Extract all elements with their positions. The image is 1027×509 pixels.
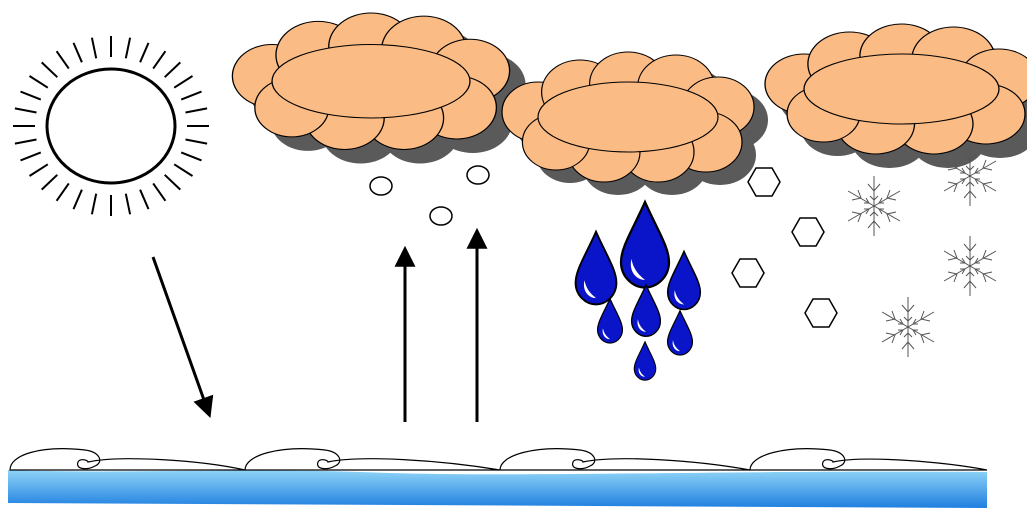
ice-crystal: [732, 259, 764, 287]
sun-ray: [30, 164, 48, 176]
sun-ray: [15, 108, 37, 112]
sun-ray: [181, 92, 201, 100]
sun-ray: [174, 164, 192, 176]
sun-ray: [92, 194, 96, 215]
ocean-body: [8, 470, 987, 508]
snowflake-icon: [882, 297, 934, 357]
sun-ray: [42, 175, 58, 190]
sun-ray: [126, 38, 130, 59]
sun-ray: [174, 76, 192, 88]
sun-ray: [153, 183, 165, 200]
sun-ray: [30, 76, 48, 88]
ocean-waves: [10, 449, 987, 470]
cloud-icon: [765, 24, 1027, 168]
vapor-droplet: [467, 166, 489, 184]
sun-ray: [42, 62, 58, 77]
raindrop-icon: [598, 299, 623, 343]
raindrop-icon: [632, 285, 661, 336]
raindrops: [576, 202, 701, 380]
sun-ray: [15, 140, 37, 144]
sun-ray: [181, 152, 201, 160]
sun-ray: [92, 38, 96, 59]
snowflake-icon: [944, 236, 996, 296]
sun-ray: [74, 43, 82, 62]
raindrop-icon: [668, 311, 693, 355]
cloud-icon: [502, 52, 768, 195]
sun-ray: [74, 190, 82, 209]
vapor-droplet: [430, 207, 452, 225]
raindrop-icon: [668, 251, 701, 309]
vapor-droplets: [370, 166, 489, 225]
cloud-icon: [232, 13, 525, 164]
raindrop-icon: [621, 202, 669, 288]
sun-ray: [165, 175, 181, 190]
snowflake-icon: [848, 176, 900, 236]
snowflakes: [848, 146, 996, 357]
sun-ray: [57, 51, 69, 68]
sunlight-arrow: [153, 257, 209, 414]
sun-ray: [165, 62, 181, 77]
sun-ray: [186, 140, 208, 144]
raindrop-icon: [634, 342, 656, 380]
arrows: [153, 232, 477, 422]
sun-ray: [126, 194, 130, 215]
sun-ray: [21, 92, 41, 100]
ocean: [8, 449, 987, 508]
sun-icon: [13, 36, 209, 216]
sun-ray: [21, 152, 41, 160]
sun-ray: [140, 43, 148, 62]
vapor-droplet: [370, 177, 392, 195]
ice-crystal: [792, 218, 824, 246]
sun-ray: [186, 108, 208, 112]
ice-crystals: [732, 168, 837, 327]
sun-ray: [153, 51, 165, 68]
sun-ray: [140, 190, 148, 209]
ice-crystal: [805, 299, 837, 327]
sun-ray: [57, 183, 69, 200]
raindrop-icon: [576, 232, 617, 305]
ice-crystal: [748, 168, 780, 196]
